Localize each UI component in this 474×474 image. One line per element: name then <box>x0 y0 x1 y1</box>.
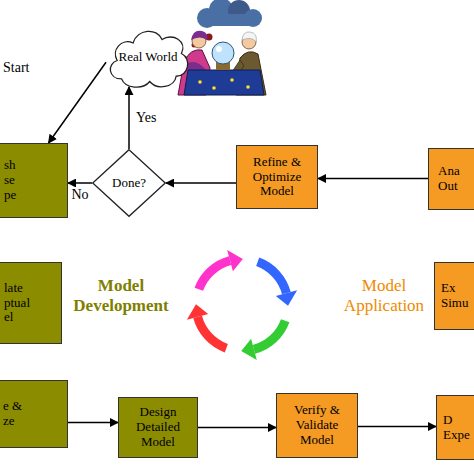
node-text: Ana Out <box>438 164 469 194</box>
node-text: Ex Simu <box>441 281 472 311</box>
crystal-ball <box>212 42 234 70</box>
cycle-arc <box>254 321 285 350</box>
cycle-arrows <box>187 250 297 360</box>
connector <box>198 427 276 429</box>
node-text: Verify & Validate Model <box>283 403 351 448</box>
table <box>184 70 264 95</box>
cycle-arrowhead <box>276 290 297 306</box>
start-label: Start <box>3 60 51 77</box>
process-box: sh se pe <box>0 143 68 218</box>
connector <box>128 87 130 149</box>
process-box: Refine & Optimize Model <box>236 145 318 209</box>
cloud-node: Real World <box>104 22 192 92</box>
cycle-arrowhead <box>187 304 208 320</box>
connector <box>68 422 118 424</box>
phase-title: Model Development <box>64 276 178 317</box>
process-box: e & ze <box>0 380 68 448</box>
connector <box>49 62 107 143</box>
connector <box>68 182 92 184</box>
node-text: Refine & Optimize Model <box>243 155 311 200</box>
node-text: e & ze <box>3 399 26 429</box>
connector <box>166 182 236 184</box>
decision-diamond: Done? <box>92 149 166 217</box>
process-box: Design Detailed Model <box>118 397 198 458</box>
cycle-arc <box>199 261 230 290</box>
process-box: D Expe <box>436 395 474 460</box>
phase-title: Model Application <box>334 276 434 317</box>
node-text: sh se pe <box>4 158 27 203</box>
node-text: late ptual el <box>4 281 38 326</box>
cycle-arc <box>198 317 227 348</box>
node-text: Done? <box>112 176 146 191</box>
connector <box>358 426 436 428</box>
process-box: Ana Out <box>428 148 474 210</box>
storm-cloud <box>197 0 262 28</box>
edge-label: No <box>70 187 89 202</box>
connector <box>318 178 428 180</box>
process-box: Verify & Validate Model <box>276 393 358 458</box>
node-text: Design Detailed Model <box>125 405 191 450</box>
cycle-arrowhead <box>241 339 257 360</box>
process-box: Ex Simu <box>434 262 474 330</box>
node-text: D Expe <box>443 413 474 443</box>
cycle-arrowhead <box>227 250 243 271</box>
process-box: late ptual el <box>0 262 62 344</box>
node-text: Real World <box>118 50 177 65</box>
cycle-arc <box>258 262 287 293</box>
edge-label: Yes <box>135 110 157 125</box>
